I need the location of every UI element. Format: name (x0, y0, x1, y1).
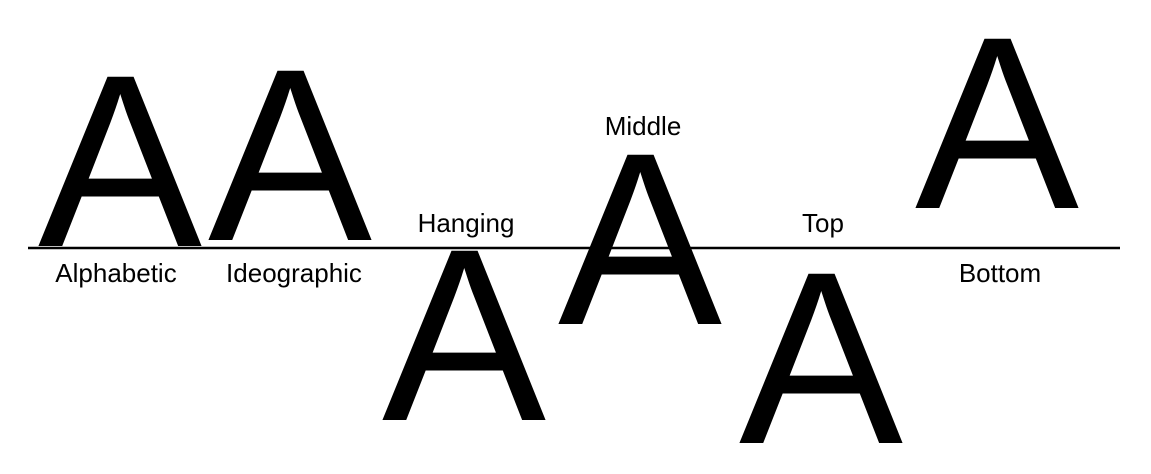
glyph-hanging: A (382, 198, 546, 473)
glyph-ideographic: A (208, 18, 372, 293)
glyph-top: A (739, 221, 903, 474)
label-hanging: Hanging (418, 208, 515, 238)
glyph-bottom: A (915, 0, 1079, 261)
label-top: Top (802, 208, 844, 238)
label-bottom: Bottom (959, 258, 1041, 288)
glyph-middle: A (558, 102, 722, 377)
label-middle: Middle (605, 111, 682, 141)
label-alphabetic: Alphabetic (55, 258, 176, 288)
glyph-alphabetic: A (38, 24, 202, 299)
label-ideographic: Ideographic (226, 258, 362, 288)
